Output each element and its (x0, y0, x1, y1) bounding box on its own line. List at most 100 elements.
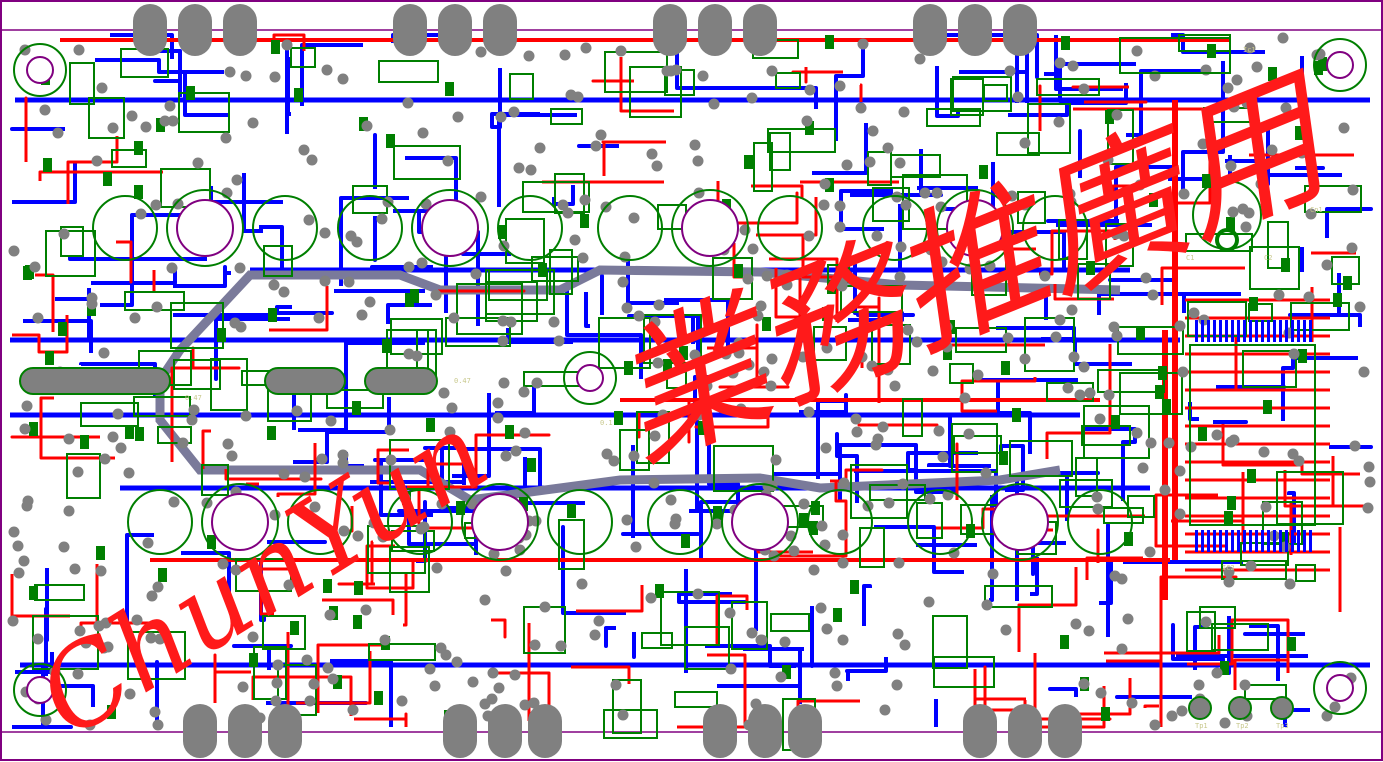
via-pad (1321, 710, 1333, 722)
component-outline (1221, 560, 1287, 580)
component-outline (770, 613, 810, 632)
via-pad (900, 199, 912, 211)
component-outline (996, 132, 1040, 156)
via-pad (1363, 461, 1375, 473)
smd-pad (382, 339, 391, 353)
large-components (13, 4, 1367, 758)
via-pad (229, 317, 241, 329)
via-pad (720, 348, 732, 360)
component-outline (629, 66, 682, 118)
copper-trace (39, 396, 115, 460)
via-pad (523, 50, 535, 62)
via-pad (376, 213, 388, 225)
transistor-ring (721, 483, 799, 561)
smd-pad (156, 118, 165, 132)
smd-pad (713, 506, 722, 520)
via-pad (1108, 321, 1120, 333)
smd-pad (323, 579, 332, 593)
via-pad (475, 46, 487, 58)
via-pad (801, 115, 813, 127)
via-pad (91, 155, 103, 167)
copper-trace (181, 551, 231, 595)
component-outline (1240, 542, 1289, 566)
via-pad (304, 695, 316, 707)
connector-tab-top (958, 4, 992, 56)
component-outline (1009, 440, 1073, 477)
smd-pad (271, 40, 280, 54)
via-pad (646, 148, 658, 160)
via-pad (1054, 314, 1066, 326)
smd-pad (809, 521, 818, 535)
via-pad (69, 563, 81, 575)
smd-pad (45, 351, 54, 365)
capacitor-outline (387, 489, 453, 555)
via-pad (1078, 361, 1090, 373)
copper-trace (1143, 704, 1159, 708)
via-pad (589, 629, 601, 641)
smd-pad (1281, 258, 1290, 272)
via-pad (188, 404, 200, 416)
smd-pad (1263, 400, 1272, 414)
ic-pin (1249, 530, 1252, 552)
connector-tab-top (913, 4, 947, 56)
via-pad (841, 159, 853, 171)
via-pad (475, 191, 487, 203)
via-pad (416, 257, 428, 269)
via-pad (22, 495, 34, 507)
copper-trace (337, 540, 375, 586)
via-pad (74, 625, 86, 637)
component-outline (951, 423, 998, 473)
via-pad (1231, 74, 1243, 86)
via-pad (1084, 387, 1096, 399)
via-pad (509, 669, 521, 681)
smd-pad (353, 615, 362, 629)
component-outline (368, 643, 436, 661)
via-pad (403, 261, 415, 273)
via-pad (808, 564, 820, 576)
via-pad (837, 634, 849, 646)
label-r3: 0.1 (600, 419, 613, 427)
component-outline (173, 359, 221, 390)
via-pad (1074, 389, 1086, 401)
via-pad (752, 310, 764, 322)
smd-pad (527, 458, 536, 472)
via-pad (1039, 270, 1051, 282)
via-pad (115, 442, 127, 454)
via-pad (837, 557, 849, 569)
via-pad (651, 160, 663, 172)
connector-tab-top (178, 4, 212, 56)
via-pad (601, 448, 613, 460)
component-outline (636, 411, 670, 464)
smd-pad (135, 427, 144, 441)
via-pad (1102, 154, 1114, 166)
copper-trace (158, 49, 182, 97)
smd-pad (822, 307, 831, 321)
component-outline (1036, 78, 1100, 96)
via-pad (834, 80, 846, 92)
via-pad (1200, 616, 1212, 628)
via-pad (1109, 570, 1121, 582)
via-pad (1064, 188, 1076, 200)
connector-tab-top (743, 4, 777, 56)
via-pad (467, 676, 479, 688)
via-pad (838, 477, 850, 489)
smd-pad (1343, 276, 1352, 290)
via-pad (1225, 160, 1237, 172)
via-pad (1241, 97, 1253, 109)
via-pad (145, 632, 157, 644)
copper-trace (772, 480, 848, 558)
via-pad (692, 588, 704, 600)
via-pad (882, 364, 894, 376)
copper-trace (214, 315, 290, 381)
component-outline (1024, 317, 1075, 372)
mount-hole-ring (1313, 38, 1367, 92)
via-pad (1362, 502, 1374, 514)
test-point (1228, 696, 1252, 720)
copper-trace (269, 286, 329, 332)
component-outline (45, 230, 96, 277)
via-pad (803, 406, 815, 418)
via-pad (1147, 289, 1159, 301)
via-pad (1178, 188, 1190, 200)
component-outline (619, 429, 650, 471)
component-outline (290, 47, 316, 68)
